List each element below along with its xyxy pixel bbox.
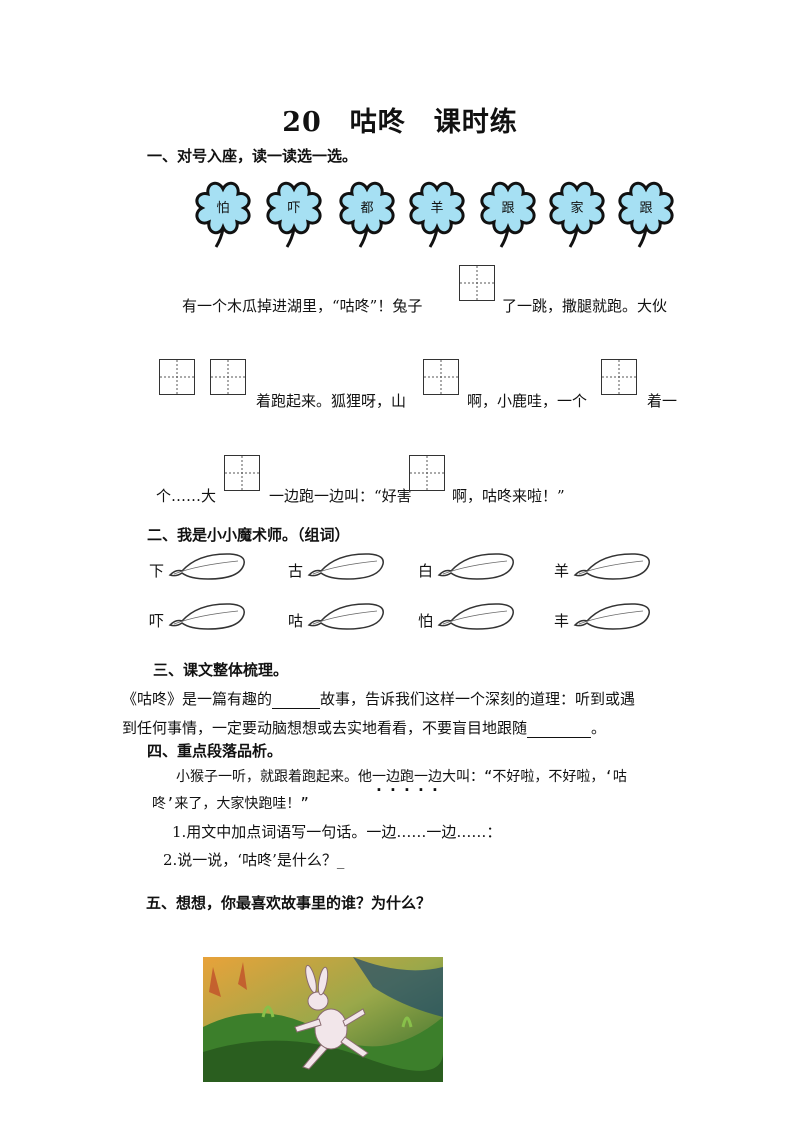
grid-guide-icon [602,360,636,394]
summary-text: 。 [591,719,607,737]
passage-line-2b: 啊，小鹿哇，一个 [467,392,588,410]
flower-character: 都 [360,201,374,216]
flower-character: 跟 [501,201,515,216]
passage-line-2c: 着一 [647,392,678,410]
leaf-answer-box[interactable] [437,601,517,635]
leaf-answer-box[interactable] [307,601,387,635]
quote-text: 大叫：“不好啦，不好啦，‘咕 [442,769,627,785]
tianzige-box[interactable] [459,265,495,301]
dotted-character: 一 [372,769,386,785]
dotted-character: 边 [428,769,442,785]
section-1-heading: 一、对号入座，读一读选一选。 [147,147,358,165]
leaf-answer-box[interactable] [573,601,653,635]
tianzige-box[interactable] [409,455,445,491]
word-character: 怕 [418,612,434,630]
leaf-icon [573,603,650,630]
section-2-heading: 二、我是小小魔术师。（组词） [147,526,350,544]
flower-icon [266,181,322,248]
passage-line-3b: 一边跑一边叫：“好害 [269,487,412,505]
section-4-heading: 四、重点段落品析。 [147,742,283,760]
grid-guide-icon [410,456,444,490]
passage-line-3a: 个……大 [156,487,217,505]
flower-character: 跟 [639,201,653,216]
leaf-answer-box[interactable] [573,551,653,585]
grid-guide-icon [160,360,194,394]
flower-card: 羊 [406,181,468,249]
word-character: 古 [288,562,304,580]
quote-text: 小猴子一听，就跟着跑起来。他 [176,769,372,785]
grid-guide-icon [424,360,458,394]
dotted-character: 一 [414,769,428,785]
flower-card: 跟 [477,181,539,249]
blank-follow[interactable] [527,719,592,738]
flower-character: 怕 [216,201,230,216]
question-2: 2.说一说，‘咕咚’是什么？_ [163,851,345,869]
question-1: 1.用文中加点词语写一句话。一边……一边……： [172,823,502,841]
flower-icon [480,181,536,248]
flower-character: 吓 [287,201,301,216]
dotted-words: 一边跑一边 [372,769,442,785]
flower-card: 都 [336,181,398,249]
passage-line-1a: 有一个木瓜掉进湖里，“咕咚”！兔子 [182,297,423,315]
flower-card: 跟 [615,181,677,249]
grid-guide-icon [460,266,494,300]
passage-line-2a: 着跑起来。狐狸呀，山 [256,392,407,410]
word-character: 咕 [288,612,304,630]
tianzige-box[interactable] [224,455,260,491]
grid-guide-icon [225,456,259,490]
leaf-icon [437,553,514,580]
flower-character: 羊 [430,201,444,216]
tianzige-box[interactable] [159,359,195,395]
tianzige-box[interactable] [210,359,246,395]
blank-story-type[interactable] [272,690,321,709]
leaf-icon [168,603,245,630]
dotted-character: 边 [386,769,400,785]
summary-line-2: 到任何事情，一定要动脑想想或去实地看看，不要盲目地跟随 。 [122,717,606,738]
leaf-icon [307,553,384,580]
section-3-heading: 三、课文整体梳理。 [153,661,289,679]
leaf-answer-box[interactable] [168,551,248,585]
leaf-icon [437,603,514,630]
word-character: 羊 [554,562,570,580]
tianzige-box[interactable] [601,359,637,395]
flower-icon [549,181,605,248]
quoted-passage-line-1: 小猴子一听，就跟着跑起来。他一边跑一边大叫：“不好啦，不好啦，‘咕 [176,766,627,786]
summary-text: 《咕咚》是一篇有趣的 [122,690,273,708]
word-character: 白 [418,562,434,580]
passage-line-1b: 了一跳，撒腿就跑。大伙 [502,297,668,315]
leaf-answer-box[interactable] [168,601,248,635]
flower-icon [409,181,465,248]
leaf-icon [307,603,384,630]
flower-card: 家 [546,181,608,249]
summary-text: 到任何事情，一定要动脑想想或去实地看看，不要盲目地跟随 [122,719,528,737]
passage-line-3c: 啊，咕咚来啦！” [452,487,565,505]
flower-icon [339,181,395,248]
rabbit-running-illustration [203,957,443,1082]
summary-text: 故事，告诉我们这样一个深刻的道理：听到或遇 [320,690,636,708]
flower-icon [195,181,251,248]
grid-guide-icon [211,360,245,394]
summary-line-1: 《咕咚》是一篇有趣的 故事，告诉我们这样一个深刻的道理：听到或遇 [122,688,635,709]
section-5-heading: 五、想想，你最喜欢故事里的谁？为什么？ [146,894,432,912]
leaf-icon [573,553,650,580]
page-title: 20 咕咚 课时练 [282,107,518,138]
quoted-passage-line-2: 咚’来了，大家快跑哇！” [152,796,309,812]
flower-icon [618,181,674,248]
word-character: 吓 [149,612,165,630]
word-character: 丰 [554,612,570,630]
flower-character: 家 [570,201,584,216]
leaf-icon [168,553,245,580]
dotted-character: 跑 [400,769,414,785]
leaf-answer-box[interactable] [437,551,517,585]
word-character: 下 [149,562,165,580]
leaf-answer-box[interactable] [307,551,387,585]
flower-card: 怕 [192,181,254,249]
tianzige-box[interactable] [423,359,459,395]
flower-card: 吓 [263,181,325,249]
